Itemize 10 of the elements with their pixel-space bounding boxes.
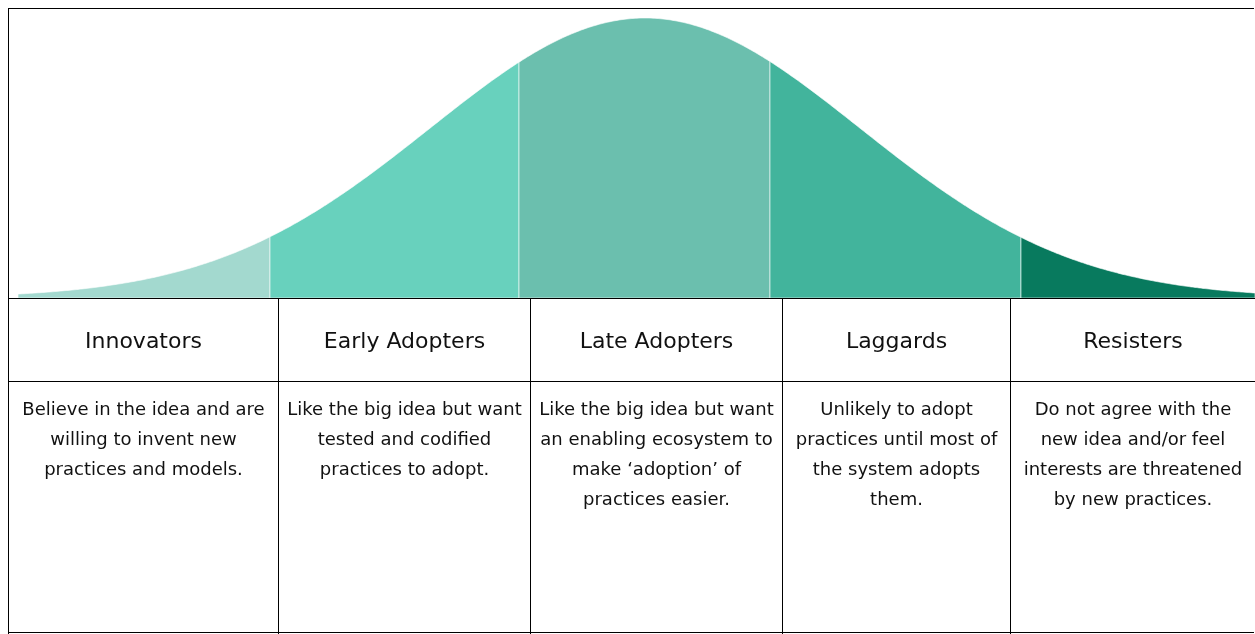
column-header: Late Adopters (579, 327, 734, 353)
column-header: Laggards (845, 327, 948, 353)
column-header: Innovators (85, 327, 202, 353)
description-text: Believe in the idea and are willing to invent new practices and models. (21, 397, 266, 481)
column-header: Early Adopters (323, 327, 486, 353)
description-text: Unlikely to adopt practices until most of the system adopts them. (794, 397, 999, 511)
description-text: Do not agree with the new idea and/or feel interests are threatened by new practices. (1022, 397, 1244, 511)
description-text: Like the big idea but want tested and codified practices to adopt. (286, 397, 523, 481)
column-header: Resisters (1083, 327, 1183, 353)
description-text: Like the big idea but want an enabling ecosystem to make ‘adoption’ of practices easier. (538, 397, 775, 511)
